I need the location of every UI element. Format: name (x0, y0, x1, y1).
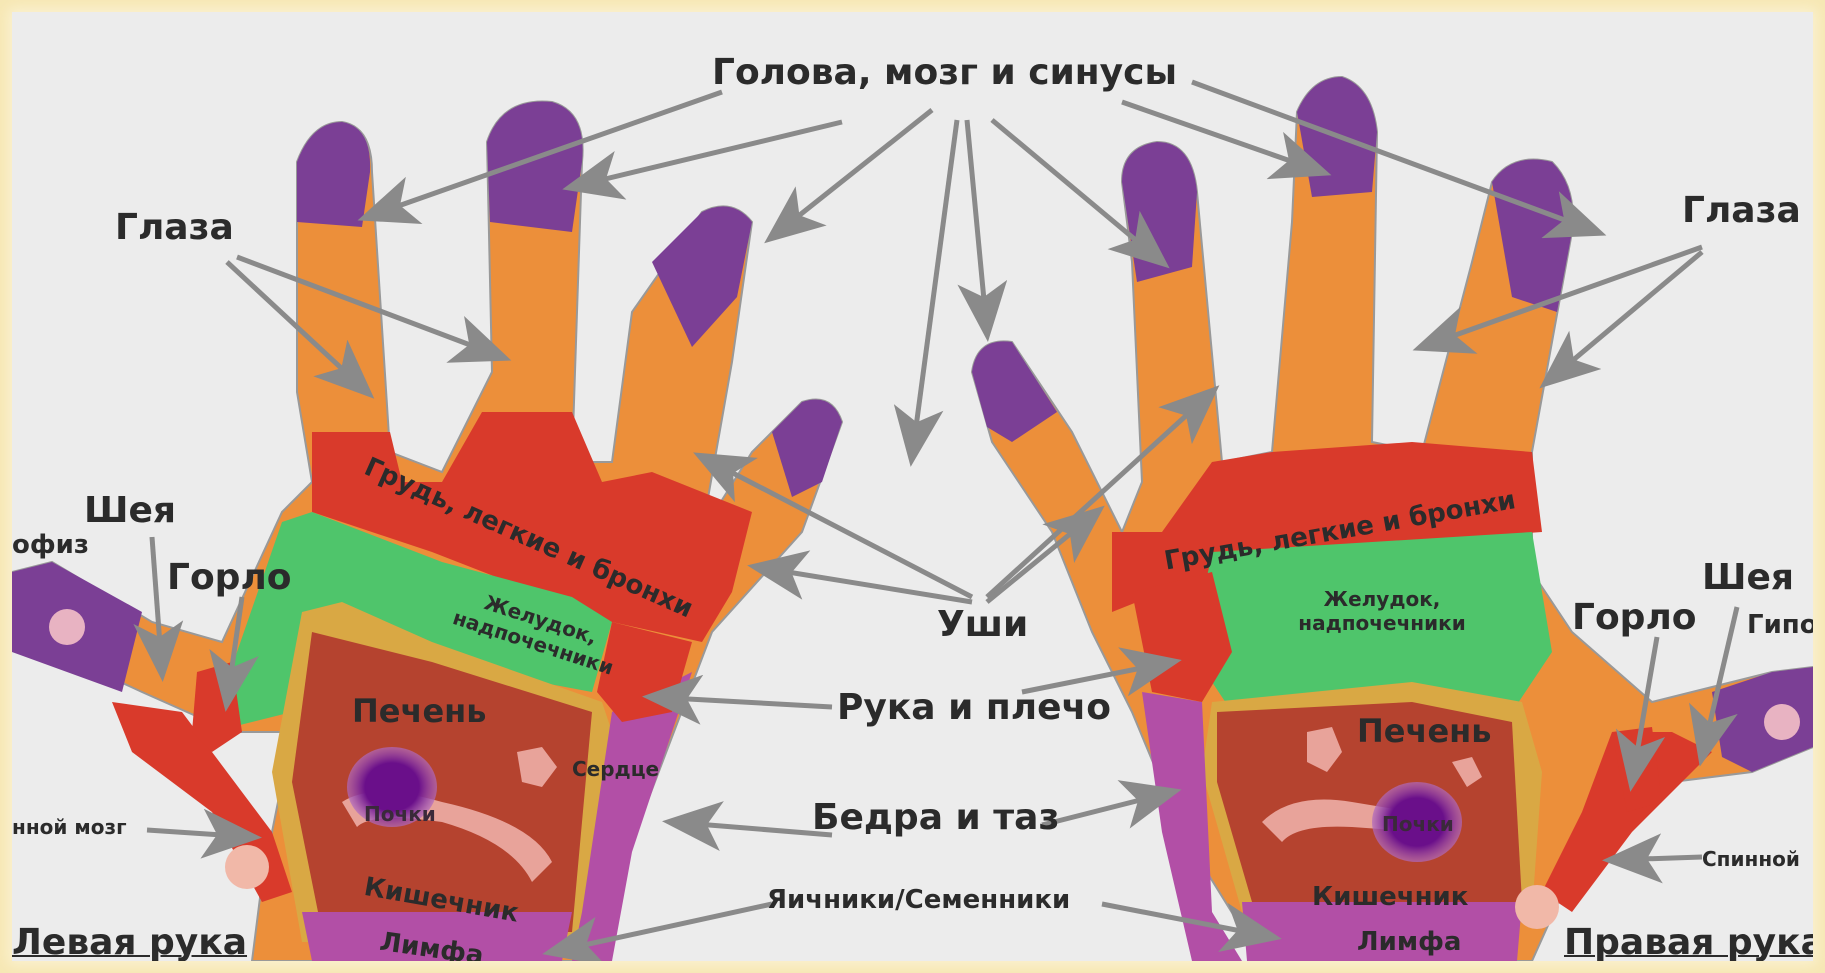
right-heart-small (1452, 757, 1482, 787)
left-heart (517, 747, 557, 787)
label-spinal-right: Спинной (1702, 847, 1800, 871)
left-hips-zone (572, 672, 692, 961)
label-eyes-right: Глаза (1682, 190, 1801, 231)
right-stomach-zone (1192, 532, 1552, 712)
label-liver-right: Печень (1357, 712, 1492, 750)
label-left-hand: Левая рука (12, 922, 248, 961)
left-hand (12, 100, 844, 961)
right-neck-zone (1542, 732, 1712, 912)
label-ovaries-testes: Яичники/Семенники (767, 885, 1071, 915)
pointer-arrows (133, 79, 1740, 961)
label-liver-left: Печень (352, 692, 487, 730)
left-spine-joint (225, 845, 269, 889)
left-ring-tip (652, 206, 752, 347)
right-thumb-tip (972, 341, 1057, 442)
left-pituitary-dot (49, 609, 85, 645)
right-spine-joint (1515, 885, 1559, 929)
label-throat-left: Горло (167, 557, 292, 598)
right-kidney (1372, 782, 1462, 862)
right-hand (970, 75, 1813, 961)
right-chest-zone (1112, 442, 1542, 612)
right-hips-zone (1142, 692, 1242, 961)
label-pituitary-right: Гипо (1747, 610, 1813, 640)
left-chest-zone (312, 412, 752, 642)
label-stomach-right: Желудок, надпочечники (1298, 587, 1466, 635)
left-middle-tip (487, 101, 583, 232)
right-heart (1307, 727, 1342, 772)
label-heart: Сердце (572, 757, 660, 781)
label-ears: Уши (937, 604, 1029, 645)
label-pituitary-left: офиз (12, 530, 89, 560)
label-kidneys-left: Почки (364, 802, 436, 826)
right-lymph-zone (1242, 902, 1522, 961)
label-spinal-left: нной мозг (12, 815, 127, 839)
label-intestine-right: Кишечник (1312, 882, 1469, 912)
label-arm-shoulder: Рука и плечо (837, 687, 1111, 728)
label-lymph-right: Лимфа (1357, 927, 1462, 957)
left-little-tip (772, 399, 842, 497)
label-neck-right: Шея (1702, 557, 1795, 598)
label-hips-pelvis: Бедра и таз (812, 797, 1060, 838)
label-neck-left: Шея (84, 490, 177, 531)
right-pituitary-dot (1764, 704, 1800, 740)
hand-reflexology-diagram (12, 75, 1813, 961)
label-kidneys-right: Почки (1382, 812, 1454, 836)
left-lymph-zone (302, 912, 572, 961)
label-right-hand: Правая рука (1564, 922, 1813, 961)
diagram-canvas: Голова, мозг и синусы Глаза Глаза Шея Ше… (12, 12, 1813, 961)
label-throat-right: Горло (1572, 597, 1697, 638)
label-eyes-left: Глаза (115, 207, 234, 248)
left-kidney (347, 747, 437, 827)
label-head-brain-sinuses: Голова, мозг и синусы (712, 52, 1178, 93)
left-index-tip (297, 122, 371, 227)
